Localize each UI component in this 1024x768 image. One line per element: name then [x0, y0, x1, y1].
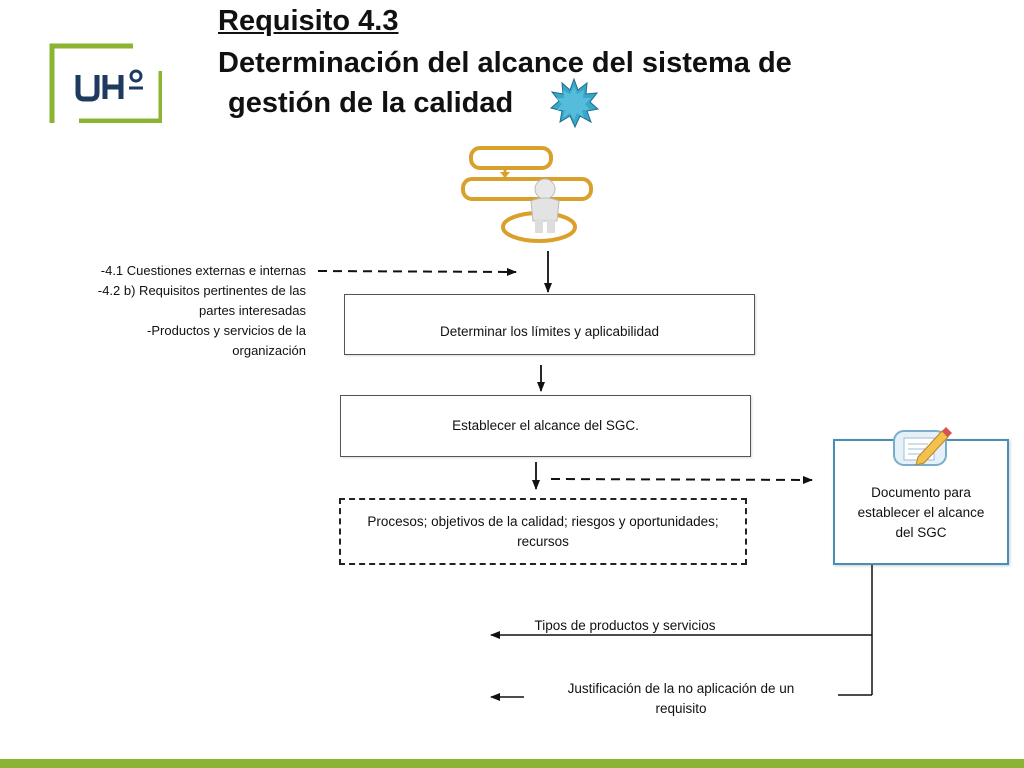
inputs-list: -4.1 Cuestiones externas e internas -4.2… [60, 261, 306, 361]
step-processes: Procesos; objetivos de la calidad; riesg… [339, 498, 747, 565]
title-line-2: Determinación del alcance del sistema de [218, 47, 792, 79]
input-line: -4.1 Cuestiones externas e internas [100, 263, 306, 278]
step-processes-label: Procesos; objetivos de la calidad; riesg… [367, 513, 719, 549]
step-establish-scope-label: Establecer el alcance del SGC. [452, 418, 639, 433]
logo-graphic [49, 43, 164, 124]
output-non-applicability: Justificación de la no aplicación de un … [567, 681, 795, 716]
title-line-1: Requisito 4.3 [218, 5, 399, 37]
input-line: -Productos y servicios de la [147, 323, 306, 338]
step-determine-limits: Determinar los límites y aplicabilidad [344, 294, 755, 355]
scope-document-label: Documento para establecer el alcance del… [857, 485, 985, 540]
step-establish-scope: Establecer el alcance del SGC. [340, 395, 751, 457]
step-determine-limits-label: Determinar los límites y aplicabilidad [439, 323, 660, 339]
input-line: partes interesadas [199, 303, 306, 318]
process-person-illustration [461, 146, 593, 243]
dashed-arrow-inputs [317, 267, 517, 276]
title-line-3: gestión de la calidad [228, 87, 514, 119]
starburst-icon [549, 78, 599, 128]
uh-logo [49, 43, 164, 124]
input-line: organización [232, 343, 306, 358]
input-line: -4.2 b) Requisitos pertinentes de las [97, 283, 306, 298]
bottom-accent-bar [0, 759, 1024, 768]
output-product-types: Tipos de productos y servicios [534, 618, 716, 633]
dashed-arrow-to-document [550, 475, 813, 484]
document-pencil-icon [893, 427, 952, 466]
